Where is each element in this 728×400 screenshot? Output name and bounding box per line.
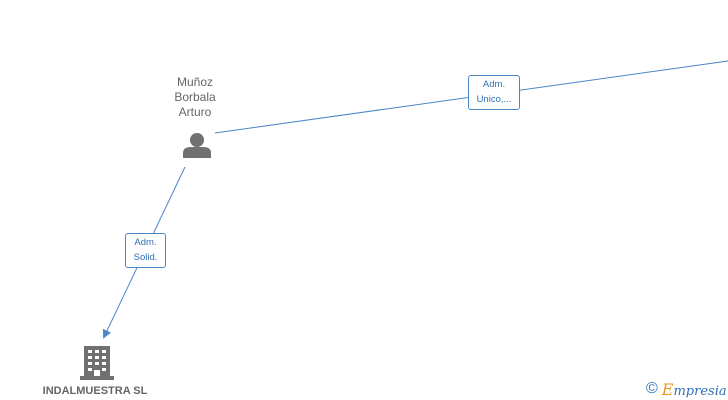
relation-label-line: Adm.	[482, 79, 506, 90]
brand-rest: mpresia	[673, 383, 727, 399]
brand-initial: E	[661, 379, 674, 399]
relation-label-line: Adm.	[134, 237, 157, 248]
footer-brand[interactable]: © Empresia	[646, 379, 728, 399]
person-name-line: Borbala	[174, 90, 216, 104]
relation-label-line: Solid.	[133, 252, 158, 263]
company-name[interactable]: INDALMUESTRA SL	[42, 385, 148, 397]
copyright-icon: ©	[646, 380, 658, 397]
brand-logo: Empresia	[662, 380, 727, 399]
person-name-line: Muñoz	[176, 75, 214, 89]
person-name[interactable]: Muñoz Borbala Arturo	[150, 75, 240, 120]
person-name-line: Arturo	[178, 105, 212, 119]
person-icon[interactable]	[183, 133, 211, 158]
relation-label-adm-solid[interactable]: Adm. Solid.	[125, 233, 166, 268]
relation-label-adm-unico[interactable]: Adm. Unico,...	[468, 75, 520, 110]
building-icon[interactable]	[80, 346, 114, 380]
relation-label-line: Unico,...	[476, 94, 512, 105]
